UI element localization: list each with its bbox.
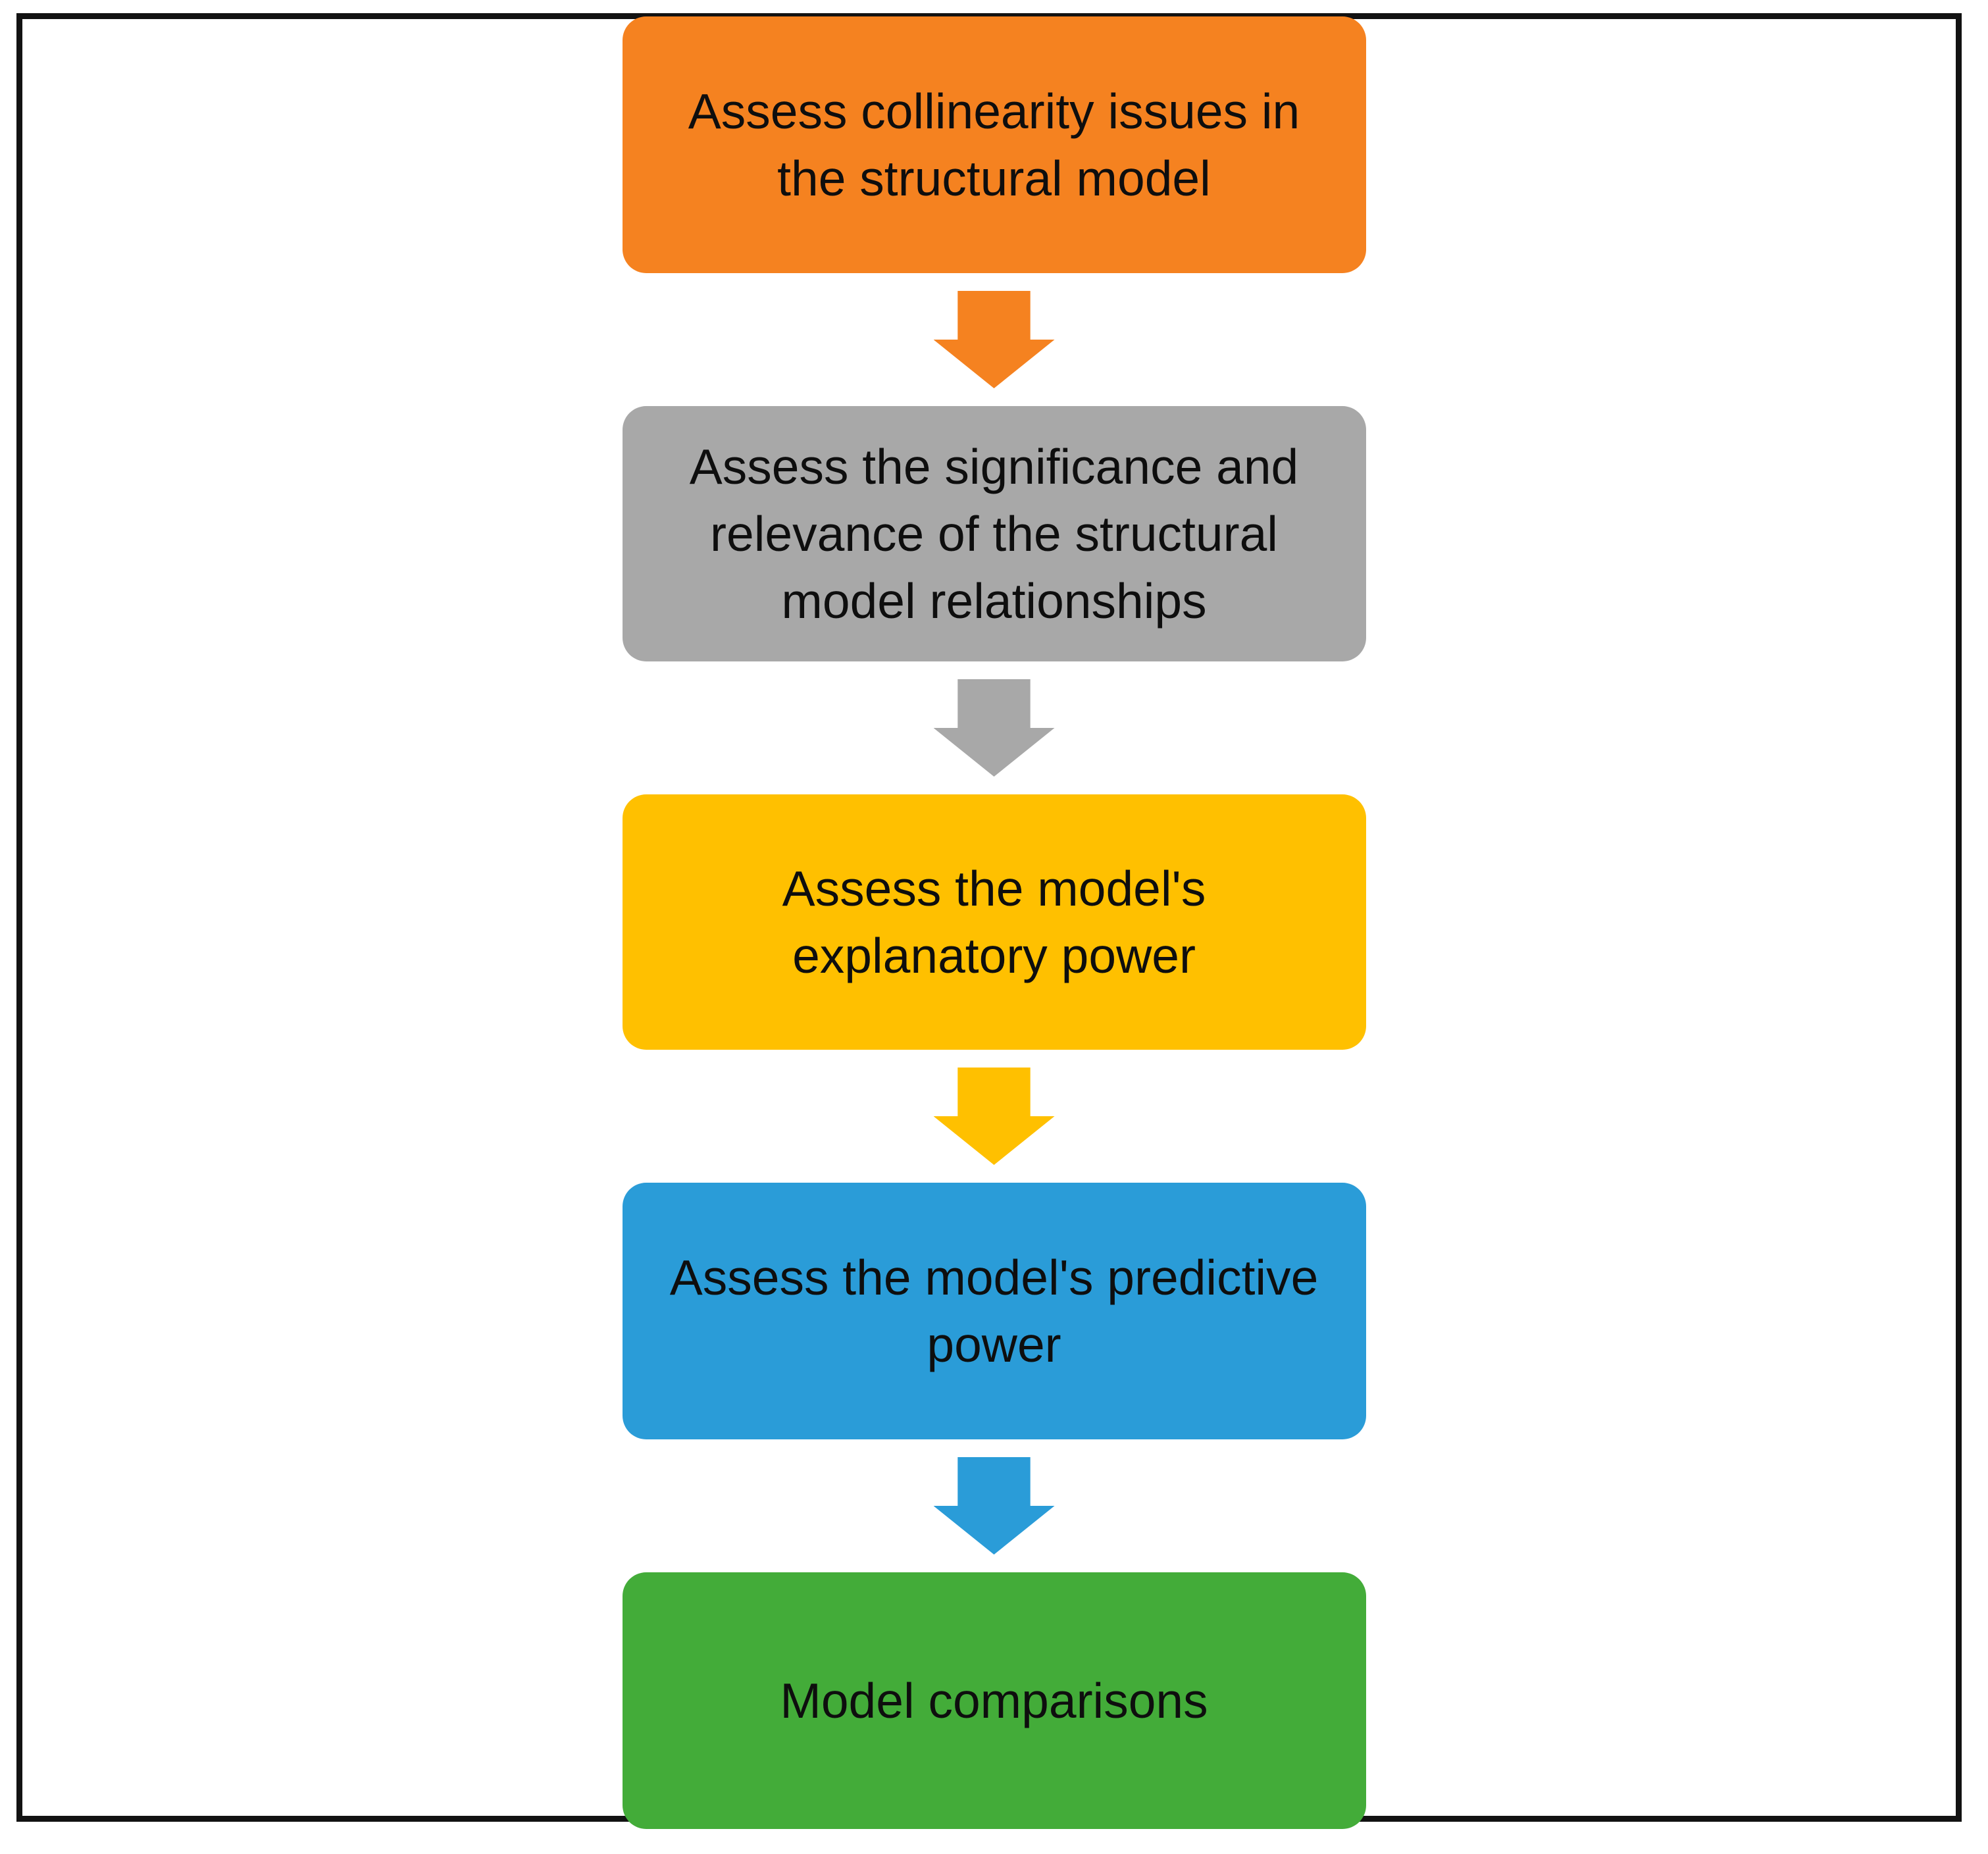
step-box-model-comparisons: Model comparisons [622,1572,1366,1829]
step-label-explanatory-power: Assess the model's explanatory power [782,861,1206,983]
step-label-collinearity: Assess collinearity issues in the struct… [688,84,1300,206]
down-arrow-icon-2 [933,679,1055,777]
down-arrow-icon-1 [933,291,1055,388]
step-box-significance: Assess the significance and relevance of… [622,406,1366,661]
step-box-predictive-power: Assess the model's predictive power [622,1183,1366,1439]
step-label-significance: Assess the significance and relevance of… [689,439,1299,629]
flow-column: Assess collinearity issues in the struct… [622,16,1366,1829]
down-arrow-icon-4 [933,1457,1055,1555]
step-box-explanatory-power: Assess the model's explanatory power [622,794,1366,1050]
down-arrow-icon-3 [933,1068,1055,1165]
step-label-model-comparisons: Model comparisons [780,1673,1208,1728]
step-box-collinearity: Assess collinearity issues in the struct… [622,16,1366,273]
step-label-predictive-power: Assess the model's predictive power [669,1250,1319,1372]
